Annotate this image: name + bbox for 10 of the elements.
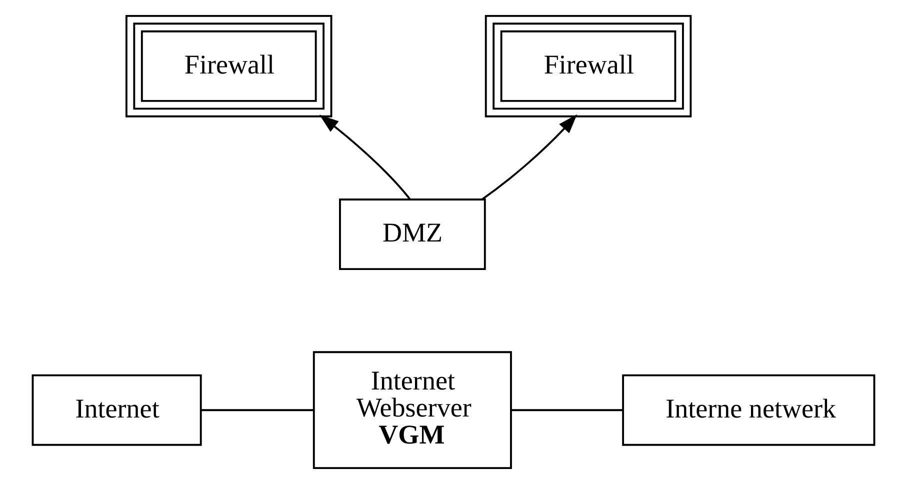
- node-box: DMZ: [338, 198, 486, 270]
- arrow: [318, 114, 410, 200]
- node-box: Internet: [31, 374, 202, 446]
- arrow: [481, 114, 577, 200]
- connector: [200, 409, 313, 412]
- node-box: Internet Webserver VGM: [312, 351, 512, 470]
- connector: [511, 409, 622, 412]
- node-box: Interne netwerk: [622, 374, 875, 446]
- node-box: Firewall: [484, 14, 692, 118]
- node-box: Firewall: [124, 14, 332, 118]
